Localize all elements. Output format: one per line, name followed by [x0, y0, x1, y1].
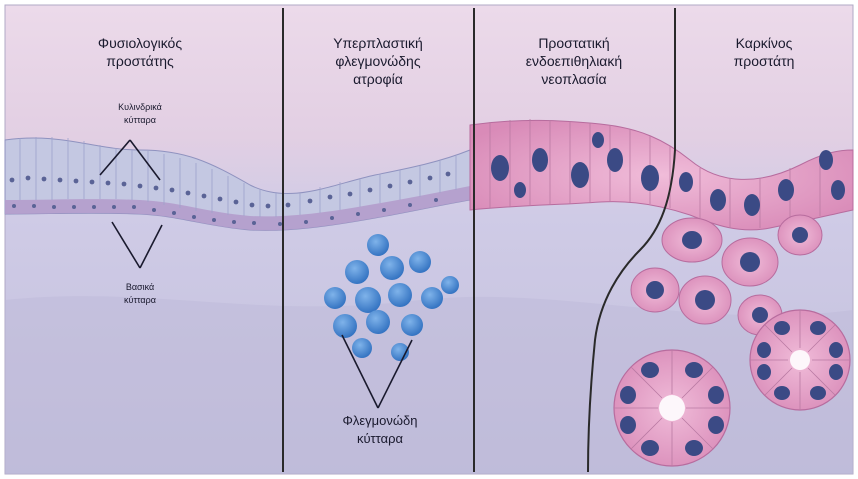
panel-title-pin-line-1: Προστατική [538, 35, 609, 51]
annotation-inflammatory-cells-line-2: κύτταρα [357, 431, 404, 446]
panel-title-pin-line-3: νεοπλασία [541, 71, 606, 87]
cancer-gland-large [614, 350, 730, 466]
panel-title-inflammatory-atrophy-line-1: Υπερπλαστική [333, 35, 423, 51]
annotation-basal-cells-line-2: κύτταρα [124, 295, 156, 305]
annotation-inflammatory-cells-line-1: Φλεγμονώδη [342, 413, 417, 428]
panel-title-inflammatory-atrophy-line-3: ατροφία [353, 71, 403, 87]
panel-title-normal-line-1: Φυσιολογικός [98, 35, 182, 51]
cancer-gland-small [750, 310, 850, 410]
panel-title-cancer-line-2: προστάτη [734, 53, 795, 69]
panel-title-pin-line-2: ενδοεπιθηλιακή [526, 53, 622, 69]
annotation-basal-cells-line-1: Βασικά [126, 282, 154, 292]
panel-title-inflammatory-atrophy-line-2: φλεγμονώδης [335, 53, 420, 69]
annotation-columnar-cells-line-1: Κυλινδρικά [118, 102, 162, 112]
panel-title-cancer-line-1: Καρκίνος [736, 35, 793, 51]
panel-title-normal-line-2: προστάτης [106, 53, 174, 69]
annotation-columnar-cells-line-2: κύτταρα [124, 115, 156, 125]
